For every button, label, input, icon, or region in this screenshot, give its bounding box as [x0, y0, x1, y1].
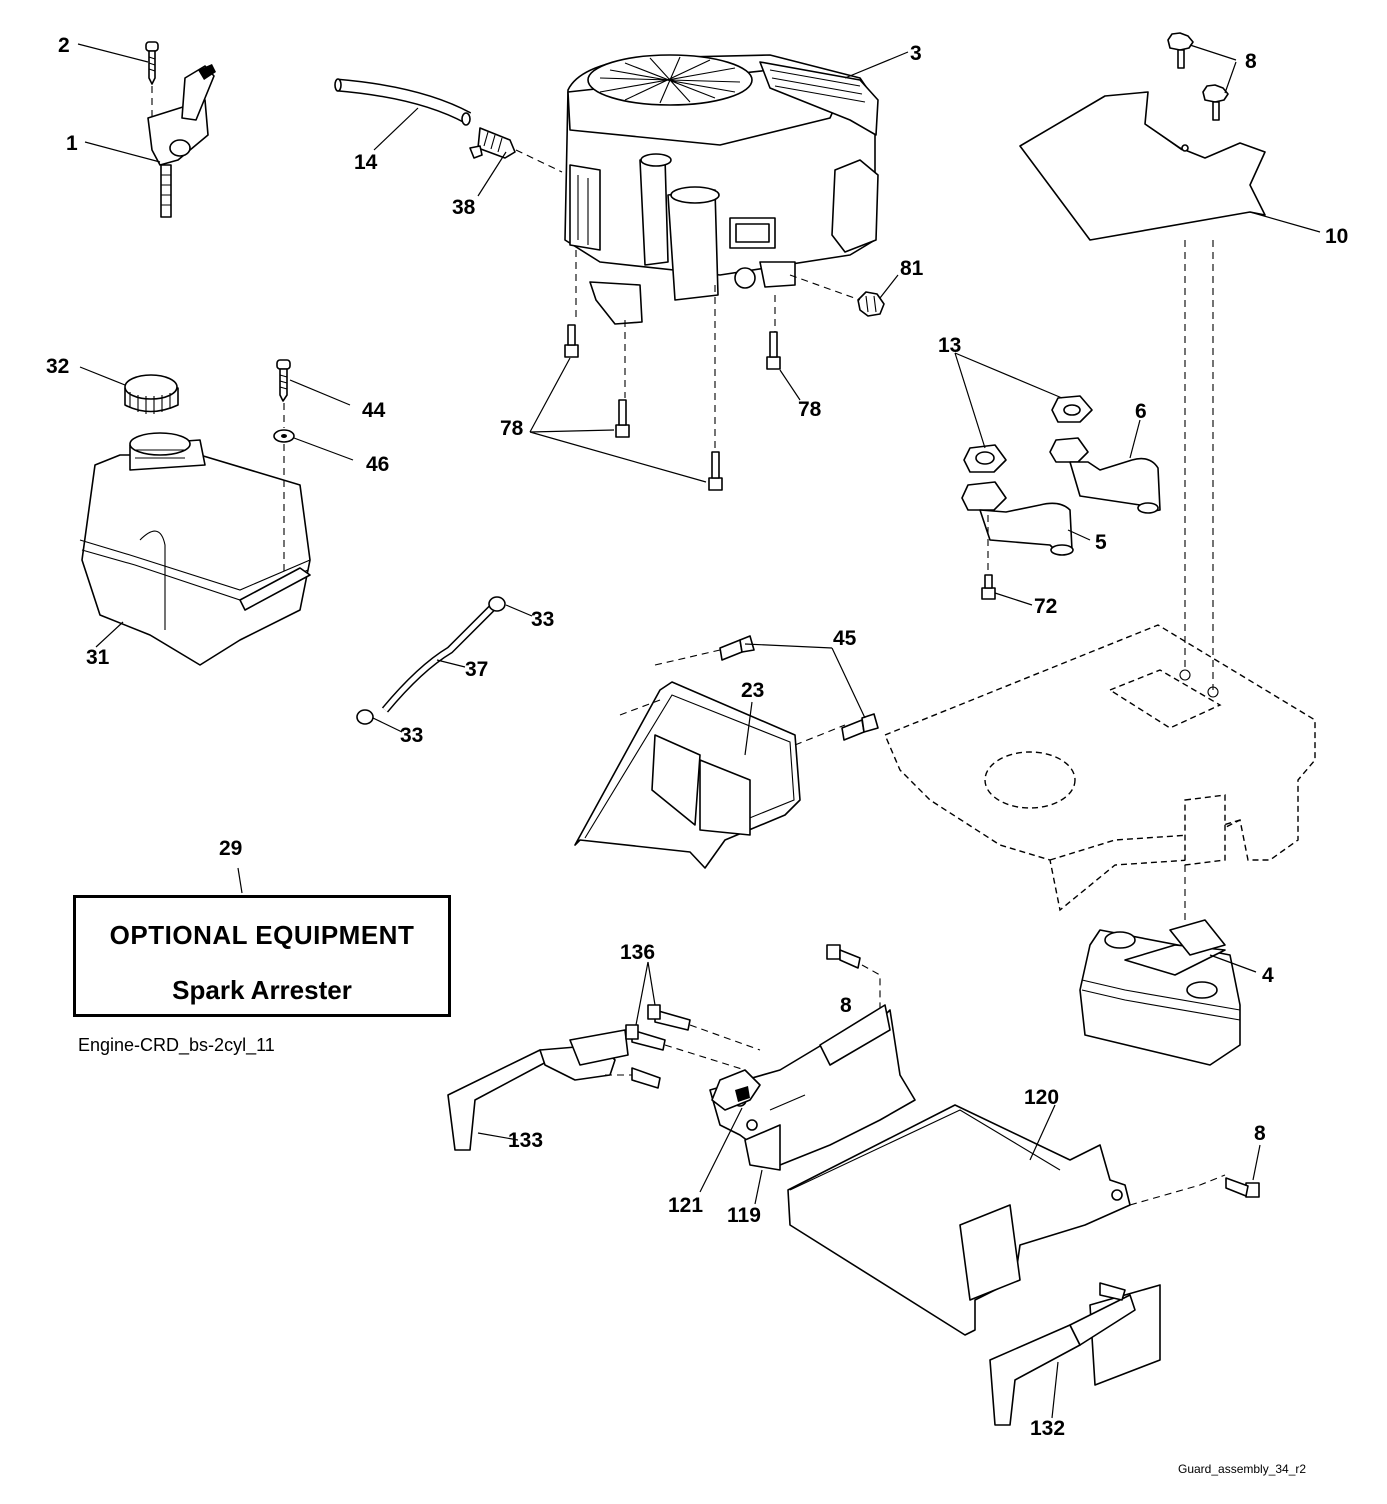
callout-4: 4: [1262, 964, 1274, 987]
callout-32: 32: [46, 355, 69, 378]
heat-shield-plate-part: [1019, 32, 1266, 241]
callout-10: 10: [1325, 225, 1348, 248]
callout-37: 37: [465, 658, 488, 681]
callout-81: 81: [900, 257, 924, 280]
callout-46: 46: [366, 453, 389, 476]
spark-arrester-label: Spark Arrester: [172, 975, 352, 1005]
callout-29: 29: [219, 837, 242, 860]
bracket-121-part: [711, 1069, 761, 1111]
callout-121: 121: [668, 1194, 703, 1217]
throttle-lever-part: [145, 41, 216, 218]
callout-33-lower: 33: [400, 724, 423, 747]
callout-14: 14: [354, 151, 378, 174]
callout-labels: 1 2 3 8 10 14 38 81 32 44 46 78 78 13 6 …: [46, 34, 1348, 1440]
knob-upper: [1167, 32, 1194, 69]
engine-part: [564, 54, 879, 325]
callout-31: 31: [86, 646, 110, 669]
bracket-23-part: [574, 635, 879, 869]
engine-bolts-part: [564, 250, 781, 491]
fuel-fitting-part: [469, 127, 563, 173]
engine-nut-part: [789, 274, 885, 317]
bracket-132-part: [989, 1282, 1161, 1426]
exhaust-pipe-left-part: [961, 481, 1074, 600]
callout-120: 120: [1024, 1086, 1059, 1109]
fuel-hose-part: [334, 78, 472, 126]
callout-44: 44: [362, 399, 386, 422]
callout-72: 72: [1034, 595, 1057, 618]
bracket-119-part: [709, 1004, 916, 1171]
exhaust-gaskets-part: [963, 395, 1093, 473]
bolt-8-right-part: [1225, 1177, 1260, 1198]
callout-5: 5: [1095, 531, 1107, 554]
callout-45: 45: [833, 627, 857, 650]
callout-38: 38: [452, 196, 476, 219]
sheet-id-label: Guard_assembly_34_r2: [1178, 1462, 1307, 1476]
callout-23: 23: [741, 679, 764, 702]
exhaust-pipe-right-part: [1049, 437, 1161, 514]
callout-6: 6: [1135, 400, 1147, 423]
bolt-45-lower: [841, 713, 879, 741]
bracket-133-part: [447, 1029, 640, 1151]
callout-3: 3: [910, 42, 922, 65]
chassis-frame-part: [884, 240, 1316, 925]
leader-lines: [77, 43, 1321, 1419]
optional-equipment-box: OPTIONAL EQUIPMENT Spark Arrester: [73, 895, 451, 1017]
callout-119: 119: [727, 1204, 761, 1227]
diagram-id-label: Engine-CRD_bs-2cyl_11: [78, 1035, 275, 1055]
callout-132: 132: [1030, 1417, 1065, 1440]
callout-136: 136: [620, 941, 655, 964]
fuel-cap-part: [124, 374, 179, 414]
callout-1: 1: [66, 132, 78, 155]
bolts-136-part: [625, 1004, 761, 1089]
callout-33-upper: 33: [531, 608, 554, 631]
tank-screw-part: [273, 359, 295, 575]
knob-lower: [1202, 84, 1229, 121]
callout-2: 2: [58, 34, 70, 57]
callout-133: 133: [508, 1129, 543, 1152]
callout-8-right: 8: [1254, 1122, 1266, 1145]
fuel-tank-part: [79, 432, 311, 666]
callout-78-left: 78: [500, 417, 524, 440]
bolt-45-upper: [719, 635, 755, 661]
guard-120-part: [787, 1104, 1226, 1336]
callout-8-middle: 8: [840, 994, 852, 1017]
optional-equipment-title: OPTIONAL EQUIPMENT: [109, 920, 415, 950]
callout-8-top: 8: [1245, 50, 1257, 73]
fuel-line-part: [356, 596, 506, 725]
muffler-part: [1079, 919, 1241, 1066]
callout-13: 13: [938, 334, 961, 357]
callout-78-right: 78: [798, 398, 822, 421]
